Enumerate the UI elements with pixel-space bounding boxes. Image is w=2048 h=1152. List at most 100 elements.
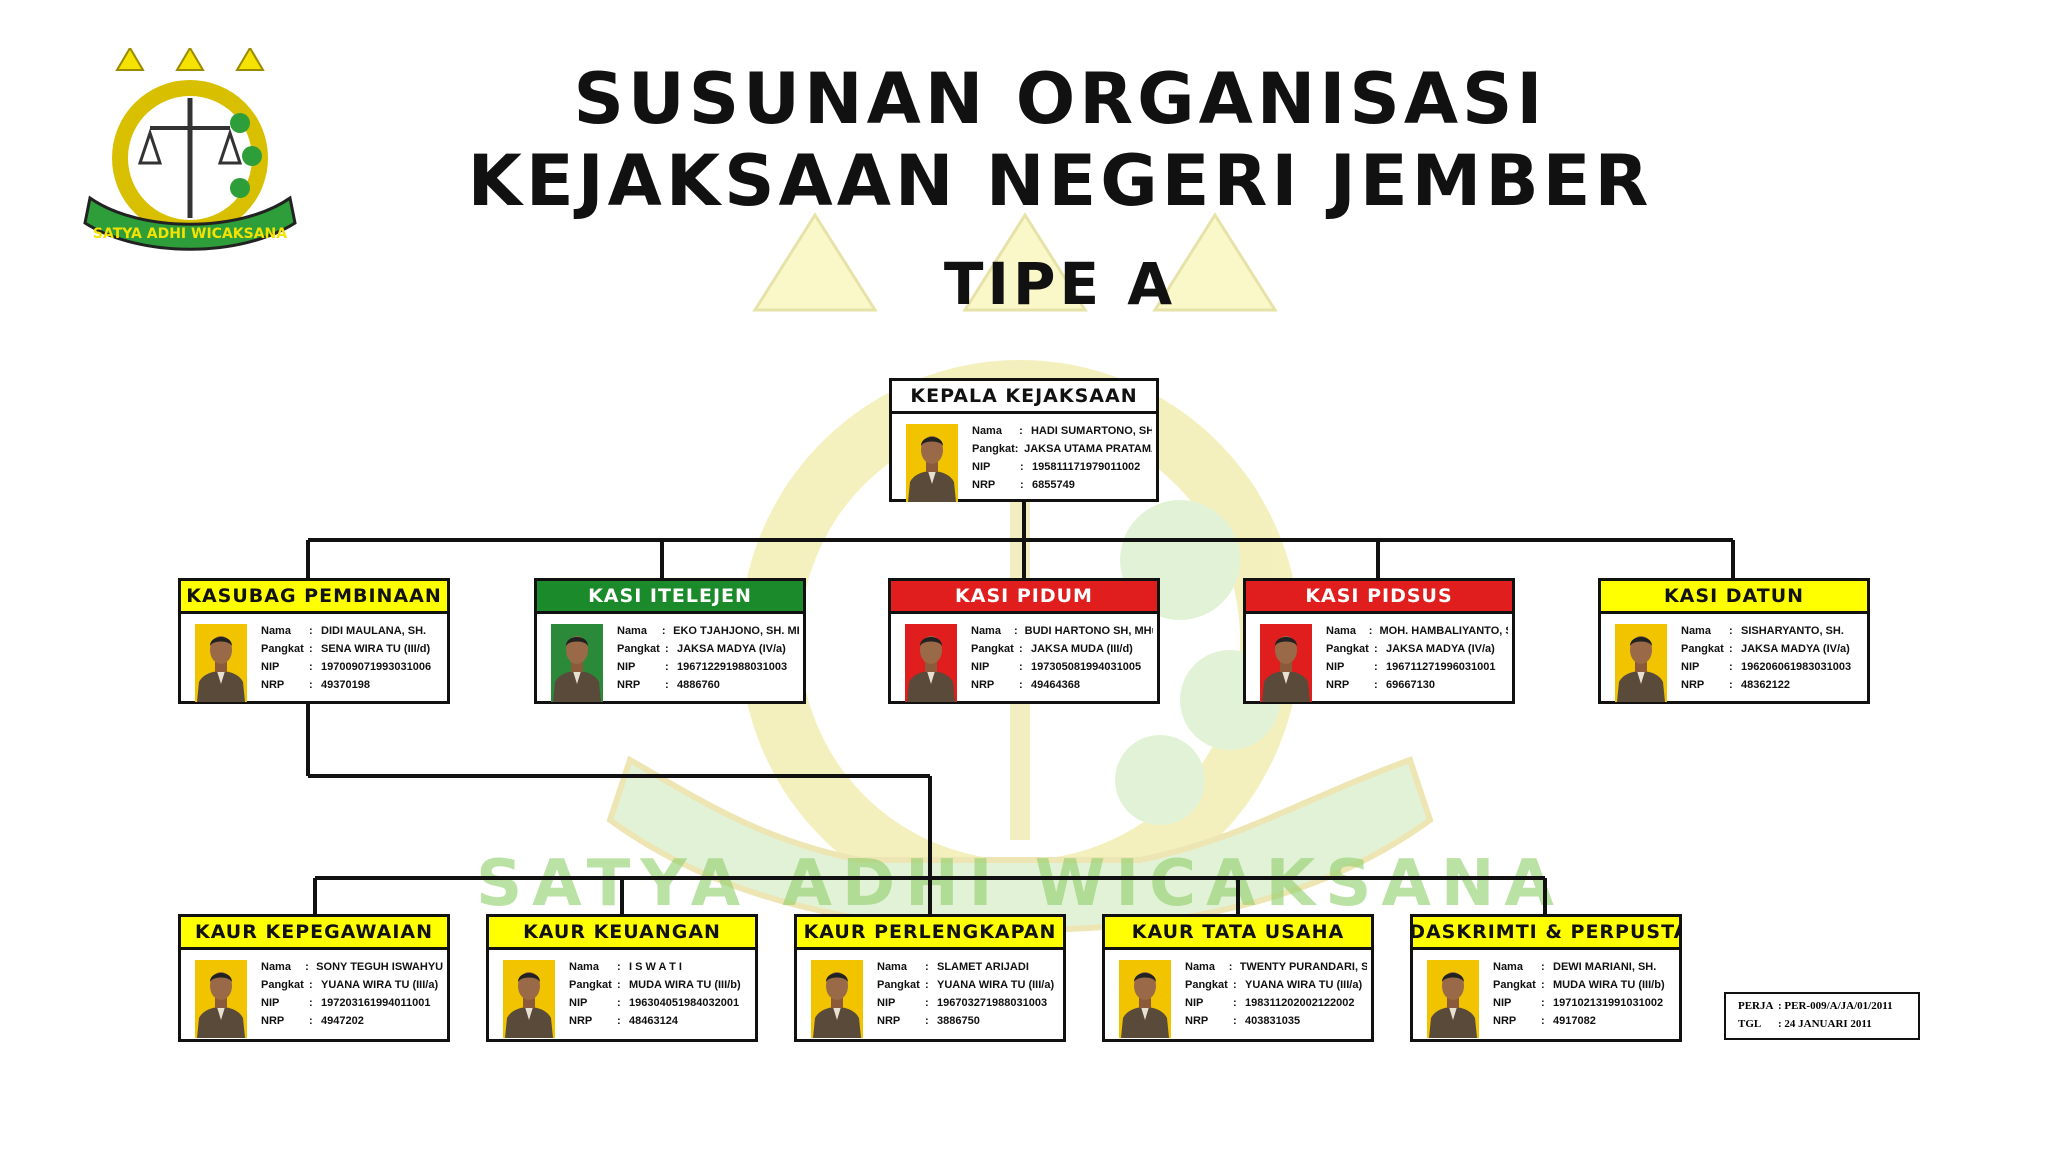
title-line-1: SUSUNAN ORGANISASI [573, 58, 1547, 140]
field-label: NIP [569, 997, 588, 1009]
subsection-2-nama-row: Nama:I S W A T I [569, 958, 751, 976]
tgl-value: : 24 JANUARI 2011 [1778, 1018, 1872, 1030]
subsection-2-pangkat-row: Pangkat:MUDA WIRA TU (III/b) [569, 976, 751, 994]
field-label: Pangkat [261, 979, 304, 991]
section-1-nip-value: 197009071993031006 [321, 661, 432, 673]
subsection-5-pangkat-row: Pangkat:MUDA WIRA TU (III/b) [1493, 976, 1675, 994]
subsection-1-nrp-value: 4947202 [321, 1015, 364, 1027]
subsection-1-pangkat-value: YUANA WIRA TU (III/a) [321, 979, 439, 991]
subsection-4-title: KAUR TATA USAHA [1105, 917, 1371, 950]
field-separator: : [661, 625, 666, 637]
chief-pangkat-value: JAKSA UTAMA PRATAMA (IV/b) [1024, 443, 1152, 455]
section-5-nrp-row: NRP:48362122 [1681, 676, 1863, 694]
section-4-details: Nama:MOH. HAMBALIYANTO, SH.Pangkat:JAKSA… [1326, 622, 1508, 694]
field-separator: : [1368, 625, 1373, 637]
section-4-pangkat-value: JAKSA MADYA (IV/a) [1386, 643, 1495, 655]
subsection-5-pangkat-value: MUDA WIRA TU (III/b) [1553, 979, 1665, 991]
subsection-3-nrp-row: NRP:3886750 [877, 1012, 1059, 1030]
perja-value: : PER-009/A/JA/01/2011 [1778, 1000, 1893, 1012]
section-2-pangkat-row: Pangkat:JAKSA MADYA (IV/a) [617, 640, 799, 658]
subsection-5-nama-value: DEWI MARIANI, SH. [1553, 961, 1657, 973]
subsection-5-nip-row: NIP:197102131991031002 [1493, 994, 1675, 1012]
field-separator: : [1233, 979, 1237, 991]
section-3-body: Nama:BUDI HARTONO SH, MHumPangkat:JAKSA … [891, 614, 1157, 702]
field-separator: : [1374, 679, 1378, 691]
subsection-2-title: KAUR KEUANGAN [489, 917, 755, 950]
field-separator: : [1541, 961, 1545, 973]
svg-text:SATYA ADHI WICAKSANA: SATYA ADHI WICAKSANA [93, 226, 287, 242]
section-1-pangkat-row: Pangkat:SENA WIRA TU (III/d) [261, 640, 443, 658]
field-label: NRP [617, 679, 641, 691]
subsection-3-title: KAUR PERLENGKAPAN [797, 917, 1063, 950]
section-5-nrp-value: 48362122 [1741, 679, 1790, 691]
section-5-title: KASI DATUN [1601, 581, 1867, 614]
field-label: NRP [569, 1015, 593, 1027]
subsection-4-nrp-value: 403831035 [1245, 1015, 1301, 1027]
field-separator: : [1729, 643, 1733, 655]
section-5-nip-value: 196206061983031003 [1741, 661, 1852, 673]
field-label: Nama [1185, 961, 1215, 973]
field-label: Nama [1493, 961, 1523, 973]
section-1-nama-row: Nama:DIDI MAULANA, SH. [261, 622, 443, 640]
subsection-4-details: Nama:TWENTY PURANDARI, SH.Pangkat:YUANA … [1185, 958, 1367, 1030]
section-1-photo [195, 624, 247, 702]
section-1-pangkat-value: SENA WIRA TU (III/d) [321, 643, 431, 655]
section-4-nrp-value: 69667130 [1386, 679, 1435, 691]
subsection-3-nip-row: NIP:196703271988031003 [877, 994, 1059, 1012]
subsection-4-pangkat-value: YUANA WIRA TU (III/a) [1245, 979, 1363, 991]
field-label: NRP [972, 479, 996, 491]
section-5-pangkat-row: Pangkat:JAKSA MADYA (IV/a) [1681, 640, 1863, 658]
chief-nip-row: NIP:195811171979011002 [972, 458, 1152, 476]
subsection-4-card: KAUR TATA USAHA Nama:TWENTY PURANDARI, SH… [1102, 914, 1374, 1042]
field-label: Pangkat [972, 443, 1015, 455]
section-3-photo [905, 624, 957, 702]
perja-label: PERJA [1738, 1000, 1774, 1012]
section-2-nama-value: EKO TJAHJONO, SH. MH. [673, 625, 799, 637]
section-1-nip-row: NIP:197009071993031006 [261, 658, 443, 676]
section-5-nip-row: NIP:196206061983031003 [1681, 658, 1863, 676]
field-separator: : [1374, 661, 1378, 673]
section-3-nama-row: Nama:BUDI HARTONO SH, MHum [971, 622, 1153, 640]
chief-pangkat-row: Pangkat:JAKSA UTAMA PRATAMA (IV/b) [972, 440, 1152, 458]
section-2-nip-row: NIP:196712291988031003 [617, 658, 799, 676]
subsection-1-title: KAUR KEPEGAWAIAN [181, 917, 447, 950]
field-separator: : [925, 979, 929, 991]
section-1-details: Nama:DIDI MAULANA, SH.Pangkat:SENA WIRA … [261, 622, 443, 694]
subsection-5-photo [1427, 960, 1479, 1038]
subsection-5-nama-row: Nama: DEWI MARIANI, SH. [1493, 958, 1675, 976]
field-separator: : [1541, 979, 1545, 991]
section-3-nrp-row: NRP:49464368 [971, 676, 1153, 694]
field-label: Nama [569, 961, 599, 973]
field-label: NIP [261, 661, 280, 673]
section-4-nip-value: 196711271996031001 [1386, 661, 1496, 673]
subsection-4-nip-value: 198311202002122002 [1245, 997, 1355, 1009]
field-label: Nama [877, 961, 907, 973]
chief-nip-value: 195811171979011002 [1032, 461, 1141, 473]
subsection-3-nip-value: 196703271988031003 [937, 997, 1048, 1009]
field-label: NRP [261, 679, 285, 691]
field-separator: : [1020, 479, 1024, 491]
subsection-3-nama-row: Nama:SLAMET ARIJADI [877, 958, 1059, 976]
title-line-2: KEJAKSAAN NEGERI JEMBER [467, 140, 1653, 222]
subsection-3-nama-value: SLAMET ARIJADI [937, 961, 1029, 973]
field-label: NRP [1185, 1015, 1209, 1027]
field-separator: : [617, 997, 621, 1009]
subsection-4-pangkat-row: Pangkat: YUANA WIRA TU (III/a) [1185, 976, 1367, 994]
subsection-5-card: KAUR DASKRIMTI & PERPUSTAKAANNama:DEWI M… [1410, 914, 1682, 1042]
field-label: Pangkat [1185, 979, 1228, 991]
subsection-1-nama-row: Nama:SONY TEGUH ISWAHYUDI [261, 958, 443, 976]
subsection-2-nrp-value: 48463124 [629, 1015, 678, 1027]
subsection-3-nrp-value: 3886750 [937, 1015, 980, 1027]
section-2-body: Nama:EKO TJAHJONO, SH. MH.Pangkat:JAKSA … [537, 614, 803, 702]
field-label: NRP [877, 1015, 901, 1027]
field-label: NRP [1493, 1015, 1517, 1027]
subsection-1-photo [195, 960, 247, 1038]
field-separator: : [665, 679, 669, 691]
